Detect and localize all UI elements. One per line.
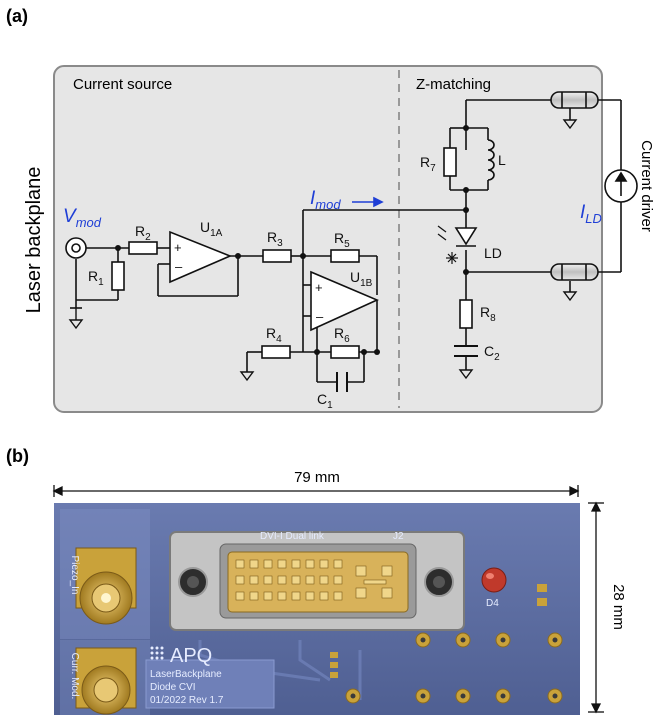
width-label: 79 mm (294, 469, 340, 486)
silk-board-line3: 01/2022 Rev 1.7 (150, 695, 224, 706)
silk-board-line2: Diode CVI (150, 682, 196, 693)
label-c2: C2 (484, 343, 500, 363)
silk-logo: APQ (170, 645, 212, 667)
current-source-arrow (614, 171, 628, 196)
laser-emission (437, 225, 458, 264)
laser-backplane-box (53, 65, 603, 413)
label-r7: R7 (420, 154, 436, 174)
panel-b-label: (b) (6, 446, 29, 466)
section-current-source: Current source (73, 76, 172, 93)
label-r2: R2 (135, 223, 151, 243)
width-dimension (52, 485, 580, 497)
label-r8: R8 (480, 304, 496, 324)
label-r5: R5 (334, 230, 350, 250)
label-ld: LD (484, 245, 502, 261)
label-r6: R6 (334, 325, 350, 345)
side-label-laser-backplane: Laser backplane (23, 167, 45, 314)
svg-text:+: + (174, 240, 182, 255)
svg-text:–: – (175, 259, 183, 274)
opamp-signs: + – + – (174, 240, 324, 324)
label-c1: C1 (317, 391, 333, 411)
silk-d4: D4 (486, 598, 499, 609)
silk-board-line1: LaserBackplane (150, 669, 222, 680)
label-imod: Imod (310, 188, 341, 212)
label-r4: R4 (266, 325, 282, 345)
height-dimension (588, 501, 604, 714)
silk-piezo: Piezo_In (69, 556, 80, 595)
svg-text:–: – (316, 309, 324, 324)
label-current-driver: Current driver (638, 140, 655, 232)
panel-a-label: (a) (6, 6, 28, 26)
section-z-matching: Z-matching (416, 76, 491, 93)
label-r3: R3 (267, 229, 283, 249)
ground-symbols (68, 119, 578, 382)
schematic-components (65, 91, 638, 392)
dvi-pins (235, 559, 393, 601)
label-u1b: U1B (350, 269, 373, 289)
label-u1a: U1A (200, 219, 223, 239)
pcb-silkscreen: DVI-I Dual link J2 Piezo_In Curr. Mod. D… (69, 531, 499, 706)
silk-j2: J2 (393, 531, 404, 542)
pcb-board (54, 503, 580, 715)
silk-curr: Curr. Mod. (69, 653, 80, 700)
label-l: L (498, 152, 506, 168)
sma-connector-top (75, 547, 137, 625)
schematic-wires (70, 99, 622, 383)
component-labels: R1 R2 U1A R3 R5 U1B R4 R6 C1 R7 L LD R8 … (88, 152, 506, 411)
sma-connector-bottom (75, 647, 137, 715)
svg-text:+: + (315, 280, 323, 295)
silk-dvi: DVI-I Dual link (260, 531, 325, 542)
board-info-box (145, 659, 275, 709)
junction-dots (115, 125, 469, 355)
height-label: 28 mm (610, 584, 627, 630)
label-ild: ILD (580, 202, 602, 226)
label-vmod: Vmod (63, 206, 102, 230)
label-r1: R1 (88, 268, 104, 288)
imod-arrow (352, 196, 384, 208)
apq-logo-dots (150, 646, 164, 660)
led-d4 (481, 567, 507, 593)
